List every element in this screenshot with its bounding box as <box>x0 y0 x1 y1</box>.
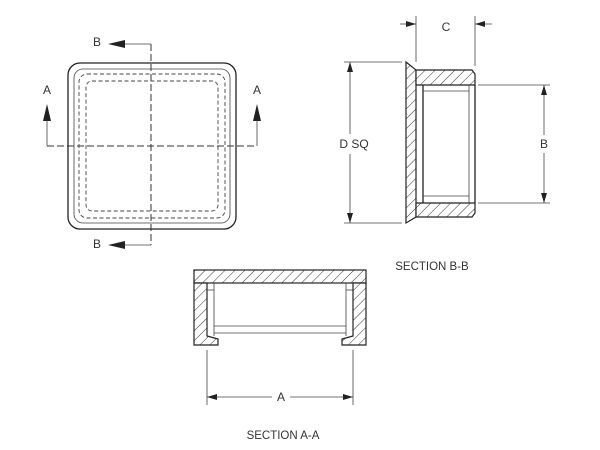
dim-b-arrow-bottom <box>541 193 547 203</box>
cut-label-b-top: B <box>93 35 101 49</box>
section-a-a-view: A SECTION A-A <box>193 269 367 442</box>
section-b-b-top-wall <box>415 69 476 86</box>
dim-d-label: D SQ <box>339 137 368 151</box>
dim-a-arrow-left <box>207 394 217 400</box>
dim-b-label: B <box>540 137 548 151</box>
section-a-a-caption: SECTION A-A <box>247 430 320 442</box>
section-b-b-caption: SECTION B-B <box>395 261 469 273</box>
dim-c-arrow-right <box>475 21 485 27</box>
section-b-b-flange <box>405 60 417 225</box>
section-arrow-a-left <box>43 104 51 121</box>
section-arrow-b-top <box>108 40 125 48</box>
dim-a-label: A <box>277 390 285 404</box>
section-a-a-top-wall <box>193 269 367 284</box>
dim-a-arrow-right <box>343 394 353 400</box>
top-view-hidden-line-inner <box>85 80 219 212</box>
section-a-a-right-wall <box>341 282 367 346</box>
section-arrow-b-bottom <box>108 241 125 249</box>
cut-label-b-bottom: B <box>93 237 101 251</box>
cut-label-a-left: A <box>43 83 51 97</box>
dim-d-arrow-top <box>347 62 353 72</box>
top-view: B B A A <box>43 35 261 251</box>
dim-b-arrow-top <box>541 85 547 95</box>
section-b-b-view: C D SQ B SECTION B-B <box>339 16 550 273</box>
section-b-b-bottom-wall <box>415 202 476 218</box>
dim-d-arrow-bottom <box>347 213 353 223</box>
cut-label-a-right: A <box>253 83 261 97</box>
dim-c-arrow-left <box>406 21 416 27</box>
dim-c-label: C <box>442 20 451 34</box>
section-a-a-left-wall <box>193 282 219 346</box>
section-arrow-a-right <box>253 104 261 121</box>
